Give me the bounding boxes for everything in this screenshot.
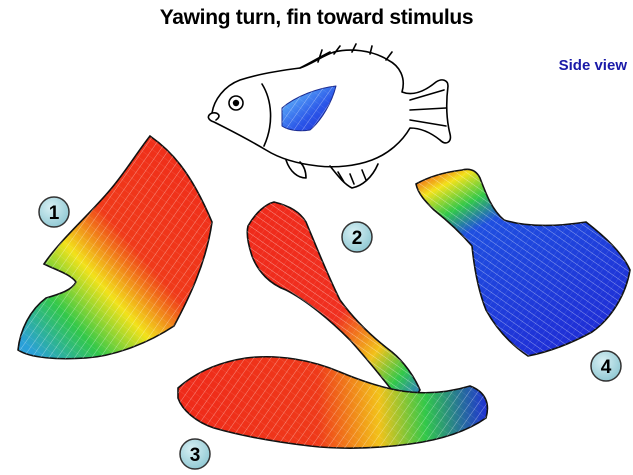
badge-4-label: 4 [601, 357, 612, 378]
badge-2-label: 2 [352, 228, 363, 249]
fish-illustration [208, 44, 450, 188]
fin-shape-4 [416, 169, 630, 356]
badge-1: 1 [39, 197, 69, 227]
badge-2: 2 [342, 222, 372, 252]
fish-anal-fin [330, 164, 378, 188]
badge-3: 3 [180, 439, 210, 469]
fin-shape-3 [178, 357, 487, 448]
badge-3-label: 3 [190, 445, 201, 466]
fish-dorsal-fin [300, 44, 392, 68]
fin-shape-1 [18, 136, 212, 359]
fish-tail-rays [410, 90, 446, 126]
badge-1-label: 1 [49, 203, 60, 224]
fish-mouth [212, 113, 219, 120]
badge-4: 4 [591, 351, 621, 381]
fish-body-outline [208, 50, 450, 167]
fish-gill-line [262, 84, 271, 146]
